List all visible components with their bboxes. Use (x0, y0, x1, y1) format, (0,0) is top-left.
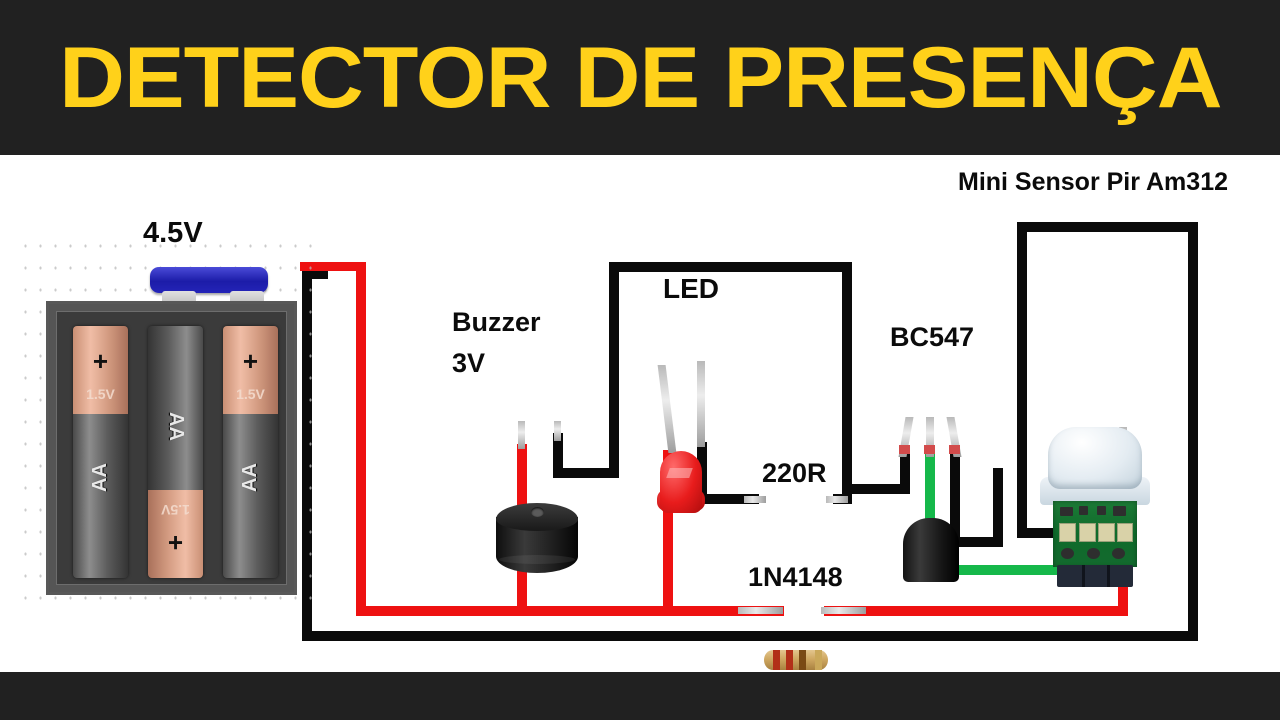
label-pir-sensor: Mini Sensor Pir Am312 (958, 168, 1228, 196)
wire-buzzer-ground-riser (609, 262, 619, 478)
diode-lead-right (821, 607, 866, 614)
label-transistor: BC547 (890, 322, 975, 352)
battery-cell-1-plus: + (92, 346, 109, 376)
resistor-220r (753, 649, 839, 671)
pir-chip-4 (1113, 506, 1126, 516)
battery-cell-2: + 1.5V AA (148, 326, 203, 578)
wire-diode-right-red (824, 606, 916, 616)
wire-positive-bottom-rail (356, 606, 784, 616)
battery-cell-3-cap (223, 326, 278, 414)
wire-led-anode (663, 450, 673, 611)
diode-lead-left (738, 607, 783, 614)
battery-cell-1-voltage: 1.5V (86, 386, 115, 402)
led-leg-anode (657, 365, 677, 453)
red-led (657, 451, 705, 525)
pir-chip-2 (1079, 506, 1088, 515)
pir-pad-2 (1079, 523, 1096, 542)
battery-case-inner: + 1.5V AA + 1.5V AA (57, 312, 286, 584)
battery-case: + 1.5V AA + 1.5V AA (46, 301, 297, 595)
transistor-leg-tip-collector (899, 445, 910, 454)
wire-ground-pir-frame-left (1017, 222, 1027, 538)
buzzer-leg-negative (554, 421, 561, 441)
piezo-buzzer (496, 503, 578, 587)
resistor-lead-left (744, 496, 766, 503)
resistor-band-3 (799, 650, 806, 670)
pir-chip-6 (1087, 548, 1100, 559)
resistor-body (764, 650, 828, 670)
title-banner: DETECTOR DE PRESENÇA (0, 0, 1280, 155)
transistor-leg-tip-emitter (949, 445, 960, 454)
wire-ground-right-vertical (1188, 222, 1198, 641)
wire-positive-battery-top (300, 262, 366, 271)
transistor-leg-tip-base (924, 445, 935, 454)
resistor-band-1 (773, 650, 780, 670)
bottom-bar (0, 672, 1280, 720)
pir-pin-header (1057, 565, 1133, 587)
transistor-leg-base (926, 417, 934, 457)
pir-chip-7 (1112, 548, 1125, 559)
buzzer-seam (499, 555, 575, 564)
battery-cell-1-cap (73, 326, 128, 414)
wire-buzzer-ground-across (553, 468, 619, 478)
resistor-band-4 (815, 650, 822, 670)
wire-transistor-emitter-across (950, 537, 1003, 547)
page-title: DETECTOR DE PRESENÇA (58, 29, 1222, 126)
battery-holder: + 1.5V AA + 1.5V AA (18, 235, 318, 605)
wire-led-cathode-drop (697, 442, 707, 494)
transistor-body (903, 518, 959, 582)
wire-ground-bottom-rail (302, 631, 1198, 641)
led-leg-cathode (697, 361, 705, 447)
wire-collector-riser (842, 262, 852, 494)
wire-positive-bottom-rail-right (906, 606, 1128, 616)
wire-collector-to-transistor (842, 484, 910, 494)
pir-header-gap-2 (1107, 565, 1110, 587)
battery-cell-3-type: AA (239, 463, 261, 492)
label-resistor: 220R (762, 458, 827, 488)
pir-header-gap-1 (1082, 565, 1085, 587)
pir-pad-4 (1117, 523, 1133, 542)
wire-base-signal-drop (925, 452, 935, 575)
pir-lens-dome (1048, 427, 1142, 489)
transistor-bc547 (903, 518, 959, 582)
wire-led-cathode-to-resistor (697, 494, 759, 504)
battery-cell-1-body (73, 414, 128, 578)
wire-ground-pir-frame-top (1017, 222, 1198, 232)
resistor-band-2 (786, 650, 793, 670)
wire-buzzer-ground-drop (553, 433, 563, 478)
wire-transistor-emitter-leg (950, 452, 960, 547)
wire-base-signal-across (925, 565, 1101, 575)
battery-cell-3-body (223, 414, 278, 578)
led-dome (660, 451, 702, 513)
wire-emitter-node-riser (993, 468, 1003, 547)
resistor-lead-right (826, 496, 848, 503)
battery-cell-2-voltage: 1.5V (161, 502, 190, 518)
label-diode: 1N4148 (748, 562, 843, 592)
label-buzzer: Buzzer (452, 307, 541, 337)
buzzer-sound-hole (531, 507, 544, 517)
label-battery-voltage: 4.5V (143, 217, 203, 249)
battery-cell-3-plus: + (242, 346, 259, 376)
battery-cell-1-type: AA (89, 463, 111, 492)
battery-cell-2-type: AA (165, 412, 187, 441)
pir-sensor-am312 (1040, 427, 1150, 607)
wire-transistor-collector-leg (900, 452, 910, 494)
pir-pad-1 (1059, 523, 1076, 542)
wire-positive-left-vertical (356, 262, 366, 606)
battery-cell-1: + 1.5V AA (73, 326, 128, 578)
circuit-diagram-canvas: + 1.5V AA + 1.5V AA (0, 155, 1280, 672)
battery-cell-3-voltage: 1.5V (236, 386, 265, 402)
battery-cell-3: + 1.5V AA (223, 326, 278, 578)
wire-top-collector-rail (609, 262, 852, 272)
pir-chip-1 (1060, 507, 1073, 516)
led-highlight (666, 468, 693, 478)
label-led: LED (663, 273, 719, 304)
pir-chip-3 (1097, 506, 1106, 515)
battery-cell-2-plus: + (167, 528, 184, 558)
label-buzzer-voltage: 3V (452, 348, 486, 378)
pir-pcb (1053, 501, 1137, 567)
battery-top-cap (150, 267, 268, 293)
buzzer-leg-positive (518, 421, 525, 449)
pir-pad-3 (1098, 523, 1115, 542)
pir-chip-5 (1061, 548, 1074, 559)
